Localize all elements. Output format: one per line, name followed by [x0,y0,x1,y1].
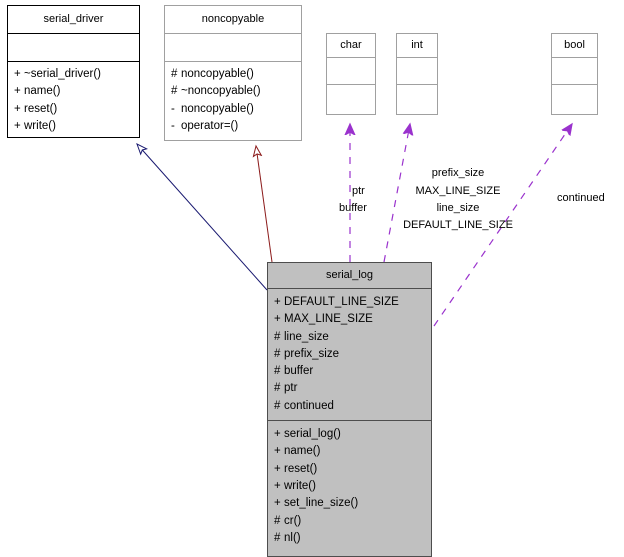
attributes-compartment-char [327,57,375,84]
visibility-marker: + [274,479,281,492]
member-row: +MAX_LINE_SIZE [274,311,431,328]
methods-compartment-int [397,84,437,112]
member-row: #cr() [274,513,431,530]
visibility-marker: + [14,119,21,132]
visibility-marker: + [274,428,281,441]
member-name: MAX_LINE_SIZE [284,313,373,326]
class-node-serial-driver[interactable]: serial_driver +~serial_driver() +name() … [7,5,140,138]
member-row: +write() [274,478,431,495]
methods-compartment-bool [552,84,597,112]
class-node-bool[interactable]: bool [551,33,598,115]
member-row: #ptr [274,380,431,397]
member-row: +name() [14,83,139,100]
methods-compartment-char [327,84,375,112]
member-name: write() [24,119,56,132]
visibility-marker: # [274,365,281,378]
methods-compartment-serial-driver: +~serial_driver() +name() +reset() +writ… [8,61,139,139]
member-name: noncopyable() [181,68,254,80]
member-row: +serial_log() [274,426,431,443]
attributes-compartment-serial-driver [8,33,139,61]
attributes-compartment-bool [552,57,597,84]
visibility-marker: # [274,382,281,395]
member-name: continued [284,399,334,412]
member-name: noncopyable() [181,102,254,115]
member-row: +name() [274,443,431,460]
member-row: #prefix_size [274,346,431,363]
visibility-marker: + [14,85,21,98]
class-node-noncopyable[interactable]: noncopyable #noncopyable() #~noncopyable… [164,5,302,141]
edge-label-int-max-line-size: MAX_LINE_SIZE [415,185,501,197]
class-title-serial-driver: serial_driver [43,13,104,25]
member-row: +reset() [274,461,431,478]
member-name: ~serial_driver() [24,68,102,80]
edge-inherit-noncopyable [256,146,273,263]
visibility-marker: # [274,531,281,544]
member-name: serial_log() [284,428,341,441]
class-node-int[interactable]: int [396,33,438,115]
class-title-int: int [411,39,423,51]
member-name: name() [24,85,61,98]
member-row: +DEFAULT_LINE_SIZE [274,294,431,311]
visibility-marker: # [274,347,281,360]
member-name: line_size [284,330,329,343]
visibility-marker: # [274,399,281,412]
methods-compartment-serial-log: +serial_log() +name() +reset() +write() … [268,420,431,551]
visibility-marker: + [274,296,281,308]
class-node-char[interactable]: char [326,33,376,115]
member-name: operator=() [181,119,239,132]
edge-label-int-default-line-size: DEFAULT_LINE_SIZE [403,219,513,231]
member-row: +set_line_size() [274,495,431,512]
member-row: +~serial_driver() [14,66,139,83]
member-name: write() [284,479,316,492]
edge-label-char-buffer: buffer [339,202,367,214]
member-row: #line_size [274,329,431,346]
visibility-marker: + [274,462,281,475]
edge-label-int-prefix-size: prefix_size [431,167,485,179]
visibility-marker: + [274,445,281,458]
member-name: name() [284,445,321,458]
member-row: #~noncopyable() [171,83,301,100]
member-row: -operator=() [171,118,301,135]
member-row: #nl() [274,530,431,547]
class-title-noncopyable: noncopyable [201,13,265,25]
visibility-marker: # [171,85,178,98]
visibility-marker: + [274,497,281,510]
member-name: buffer [284,365,314,378]
attributes-compartment-int [397,57,437,84]
member-name: DEFAULT_LINE_SIZE [284,296,399,308]
visibility-marker: - [171,102,175,115]
visibility-marker: # [171,68,178,80]
member-row: +write() [14,118,139,135]
member-row: #continued [274,398,431,415]
edge-label-int-line-size: line_size [436,202,480,214]
class-title-char: char [340,39,362,51]
methods-compartment-noncopyable: #noncopyable() #~noncopyable() -noncopya… [165,61,301,139]
member-name: set_line_size() [284,497,359,510]
attributes-compartment-serial-log: +DEFAULT_LINE_SIZE +MAX_LINE_SIZE #line_… [268,288,431,420]
member-name: ~noncopyable() [181,85,261,98]
edge-label-bool-continued: continued [557,192,605,204]
member-name: reset() [284,462,318,475]
member-row: #buffer [274,363,431,380]
member-row: -noncopyable() [171,101,301,118]
member-name: cr() [284,514,302,527]
edge-label-char-ptr: ptr [352,185,365,197]
member-name: reset() [24,102,58,115]
visibility-marker: - [171,119,175,132]
member-row: +reset() [14,101,139,118]
edge-inherit-serial-driver [137,144,268,291]
class-title-serial-log: serial_log [325,269,374,281]
attributes-compartment-noncopyable [165,33,301,61]
class-title-bool: bool [564,39,585,51]
class-node-serial-log[interactable]: serial_log +DEFAULT_LINE_SIZE +MAX_LINE_… [267,262,432,557]
visibility-marker: # [274,514,281,527]
visibility-marker: # [274,330,281,343]
member-name: ptr [284,382,298,395]
member-name: nl() [284,531,301,544]
visibility-marker: + [14,102,21,115]
visibility-marker: + [274,313,281,326]
member-row: #noncopyable() [171,66,301,83]
visibility-marker: + [14,68,21,80]
member-name: prefix_size [284,347,339,360]
